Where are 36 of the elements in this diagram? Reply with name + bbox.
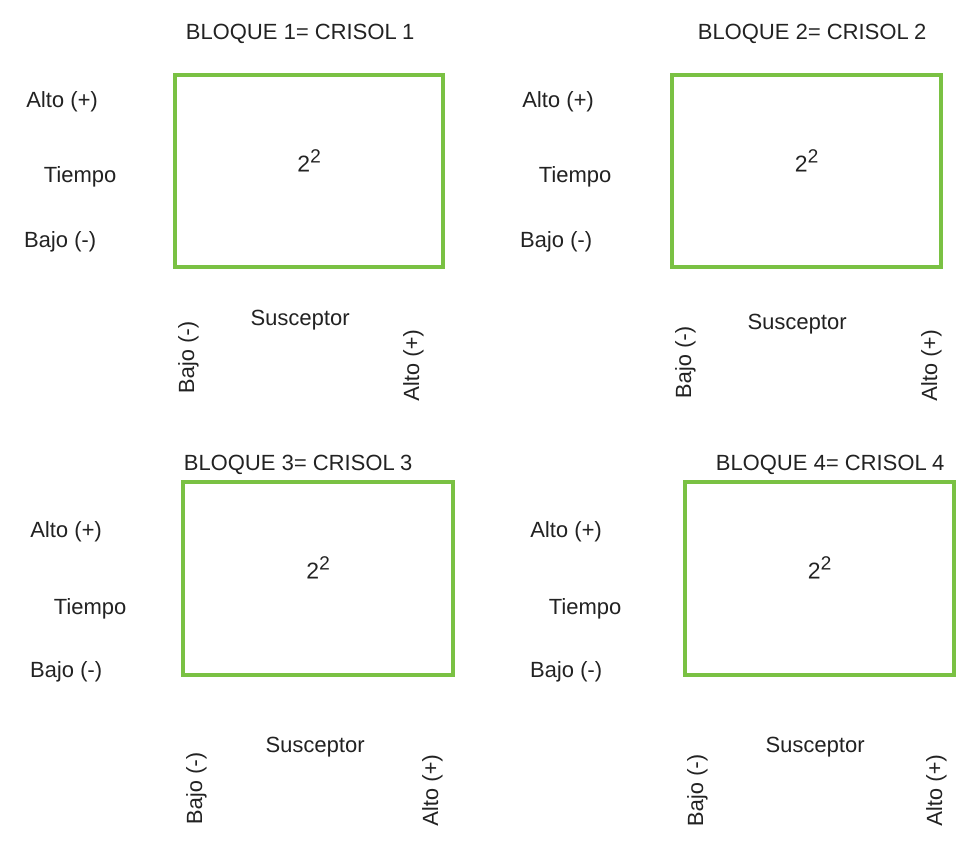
factorial-label: 2$^{2}$ (794, 146, 818, 177)
x-level-label: Alto (+) (399, 329, 425, 401)
y-axis-label: Alto (+) (530, 517, 602, 543)
x-level-label: Alto (+) (418, 754, 444, 826)
x-level-label: Alto (+) (917, 329, 943, 401)
factorial-label: 2$^{2}$ (297, 146, 321, 177)
y-axis-label: Bajo (-) (24, 227, 96, 253)
x-level-label: Bajo (-) (182, 752, 208, 824)
y-axis-label: Bajo (-) (520, 227, 592, 253)
x-level-label: Bajo (-) (671, 326, 697, 398)
y-axis-label: Alto (+) (30, 517, 102, 543)
x-axis-label: Susceptor (265, 732, 365, 758)
y-axis-title: Tiempo (548, 594, 622, 620)
block-title: BLOQUE 1= CRISOL 1 (186, 19, 414, 45)
y-axis-label: Bajo (-) (30, 657, 102, 683)
x-level-label: Alto (+) (922, 754, 948, 826)
design-box (670, 73, 943, 269)
x-axis-label: Susceptor (747, 309, 847, 335)
design-box (683, 480, 956, 677)
block-title: BLOQUE 2= CRISOL 2 (698, 19, 926, 45)
x-level-label: Bajo (-) (174, 320, 200, 394)
x-axis-label: Susceptor (765, 732, 865, 758)
block-title: BLOQUE 4= CRISOL 4 (716, 450, 944, 476)
y-axis-label: Alto (+) (26, 87, 98, 113)
design-box (181, 480, 455, 677)
factorial-label: 2$^{2}$ (306, 554, 330, 584)
x-level-label: Bajo (-) (683, 754, 709, 826)
y-axis-title: Tiempo (44, 162, 116, 188)
y-axis-label: Bajo (-) (530, 657, 602, 683)
factorial-label: 2$^{2}$ (808, 554, 832, 584)
block-title: BLOQUE 3= CRISOL 3 (184, 450, 412, 476)
x-axis-label: Susceptor (250, 305, 350, 331)
y-axis-title: Tiempo (538, 162, 612, 188)
y-axis-title: Tiempo (54, 594, 126, 620)
y-axis-label: Alto (+) (522, 87, 594, 113)
design-box (173, 73, 445, 269)
